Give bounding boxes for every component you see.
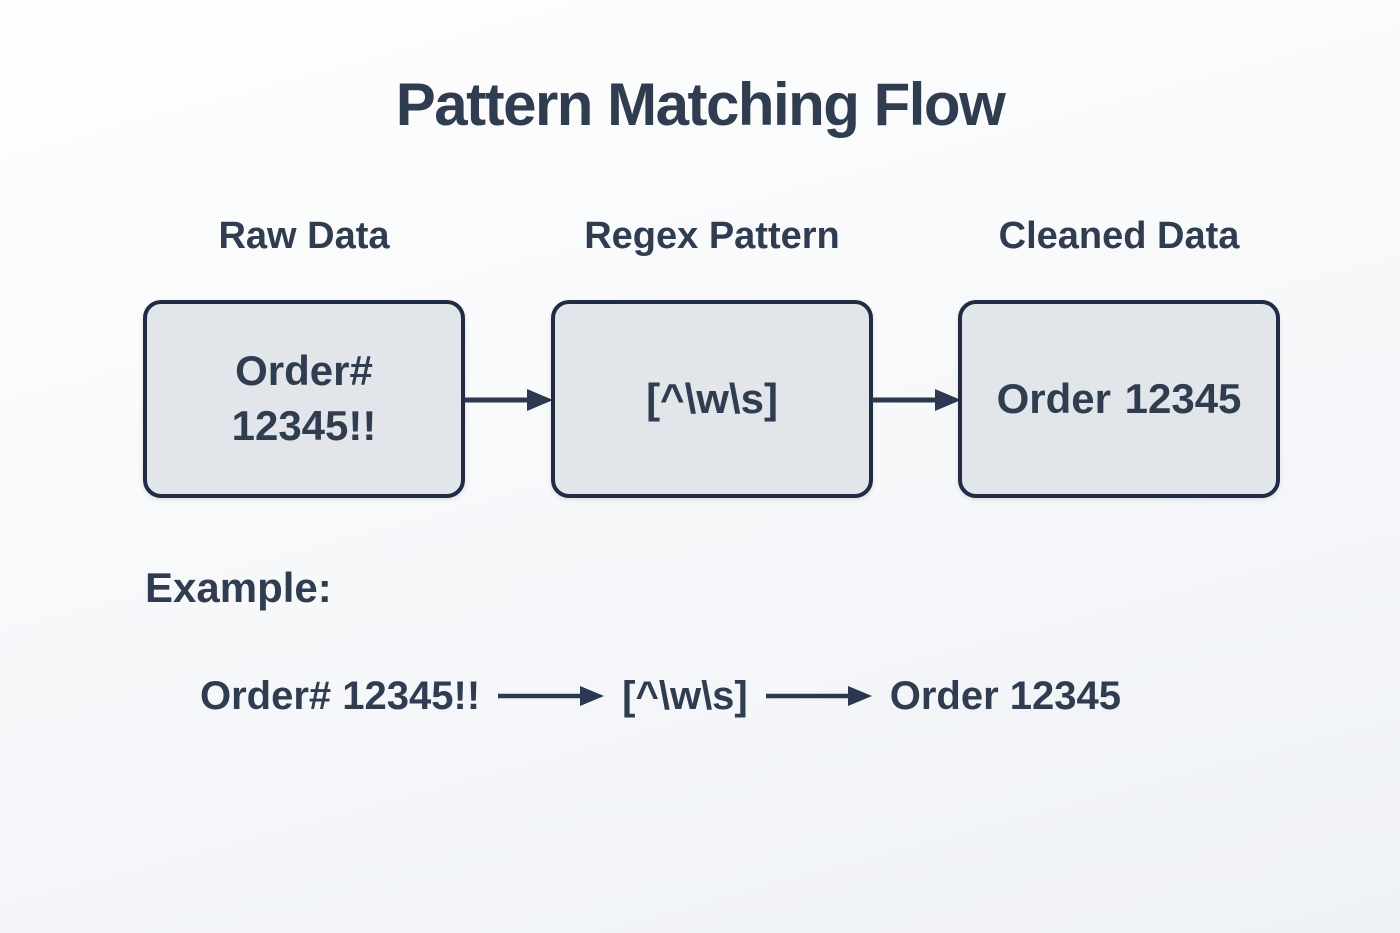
arrow-right-icon [498, 683, 605, 709]
regex-pattern-value: [^\w\s] [646, 374, 778, 422]
raw-data-value: Order# 12345!! [231, 347, 377, 449]
arrow-right-icon [765, 683, 872, 709]
example-cleaned-data: Order 12345 [889, 674, 1122, 718]
stage-regex-pattern: Regex Pattern [^\w\s] [551, 212, 873, 498]
example-row: Order# 12345!! [^\w\s] Order 12345 [200, 670, 1121, 722]
cleaned-data-box: Order 12345 [958, 300, 1280, 498]
arrow-right-icon [463, 386, 553, 414]
cleaned-data-value: Order 12345 [996, 374, 1242, 422]
stage-label-raw-data: Raw Data [218, 215, 390, 257]
stage-label-cleaned-data: Cleaned Data [998, 215, 1240, 257]
stage-raw-data: Raw Data Order# 12345!! [143, 212, 465, 498]
raw-data-box: Order# 12345!! [143, 300, 465, 498]
page-title: Pattern Matching Flow [395, 71, 1006, 138]
arrow-right-icon [871, 386, 961, 414]
stage-cleaned-data: Cleaned Data Order 12345 [958, 212, 1280, 498]
example-raw-data: Order# 12345!! [200, 674, 481, 718]
example-regex-pattern: [^\w\s] [622, 674, 748, 718]
stage-label-regex-pattern: Regex Pattern [584, 215, 840, 257]
regex-pattern-box: [^\w\s] [551, 300, 873, 498]
example-heading: Example: [145, 564, 332, 611]
